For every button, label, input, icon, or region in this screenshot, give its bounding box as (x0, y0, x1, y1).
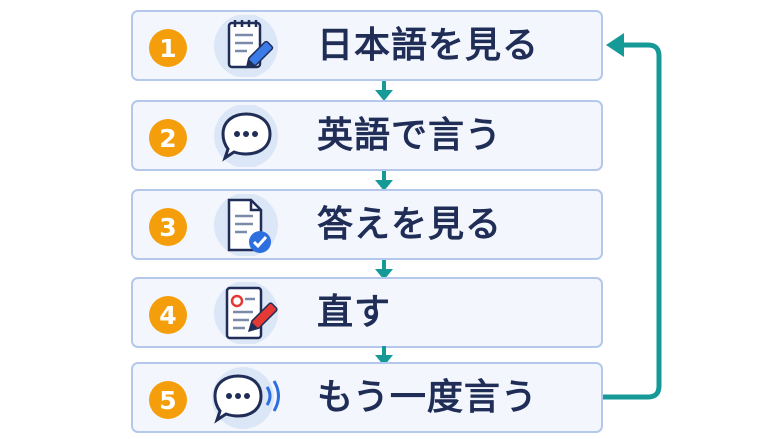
step-label-1: 日本語を見る (317, 25, 540, 66)
document-edit-icon (214, 282, 278, 344)
step-number-4: 4 (149, 296, 187, 334)
step-number-5: 5 (149, 381, 187, 419)
step-label-2: 英語で言う (317, 115, 503, 156)
step-1: 1 日本語を見る (131, 10, 603, 81)
step-number-2: 2 (149, 119, 187, 157)
step-number-3: 3 (149, 208, 187, 246)
down-arrow-icon (375, 171, 393, 191)
speech-bubble-icon (214, 105, 278, 167)
down-arrow-icon (375, 260, 393, 280)
step-label-3: 答えを見る (317, 204, 503, 245)
step-number-1: 1 (149, 29, 187, 67)
step-2: 2 英語で言う (131, 100, 603, 171)
step-label-4: 直す (317, 292, 392, 333)
step-label-5: もう一度言う (317, 377, 538, 418)
step-5: 5 もう一度言う (131, 362, 603, 433)
document-check-icon (214, 194, 278, 256)
down-arrow-icon (375, 346, 393, 366)
notepad-pencil-icon (214, 15, 278, 77)
step-4: 4 直す (131, 277, 603, 348)
step-3: 3 答えを見る (131, 189, 603, 260)
speech-bubble-sound-icon (212, 367, 280, 429)
down-arrow-icon (375, 81, 393, 101)
